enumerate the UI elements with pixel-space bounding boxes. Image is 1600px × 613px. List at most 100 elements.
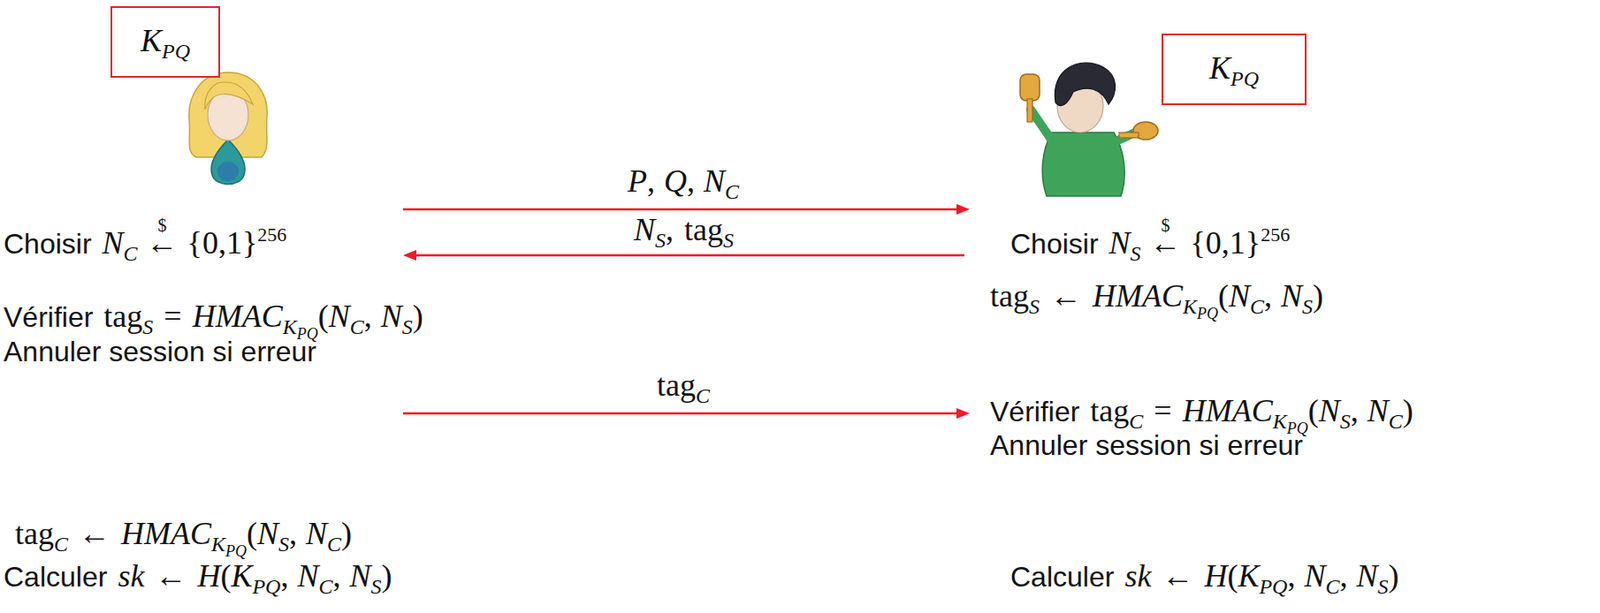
- overset-group: $←: [146, 223, 179, 269]
- math-operator: ←: [1050, 276, 1082, 316]
- arrow-head: [403, 250, 417, 261]
- math-operator: ): [1387, 556, 1399, 596]
- math-operator: (: [1308, 391, 1319, 431]
- math-operator: ,: [1350, 391, 1359, 431]
- math-symbol: N: [257, 514, 279, 554]
- formula-line: ChoisirNS$←{0,1}256: [1010, 223, 1290, 263]
- protocol-text: Choisir: [1010, 224, 1099, 264]
- math-symbol: N: [1318, 391, 1341, 431]
- math-symbol: N: [305, 514, 328, 554]
- math-operator: ,: [289, 514, 298, 554]
- math-symbol: N: [1280, 276, 1303, 316]
- math-word: tag: [15, 514, 54, 554]
- message-arrow: [403, 412, 960, 416]
- protocol-text: Choisir: [3, 224, 92, 264]
- subscript: PQ: [1258, 567, 1288, 607]
- math-word: tag: [684, 210, 724, 250]
- subscript: C: [695, 376, 710, 416]
- math-symbol: HMAC: [192, 297, 283, 336]
- protocol-text: Vérifier: [3, 297, 93, 337]
- subscript: S: [1028, 287, 1040, 327]
- math-symbol: N: [1109, 223, 1131, 263]
- math-word: tag: [656, 365, 696, 405]
- overset-symbol: $: [158, 216, 168, 235]
- subscript: S: [402, 307, 413, 347]
- client-body-shade: [217, 161, 239, 182]
- math-symbol: N: [349, 556, 371, 596]
- subscript: S: [655, 220, 666, 260]
- subscript: PQ: [1230, 59, 1259, 99]
- math-operator: {0,1}: [187, 223, 259, 263]
- subscript: C: [1388, 402, 1403, 442]
- subscript: K: [1182, 287, 1197, 327]
- key-shaft: [1119, 132, 1139, 138]
- subscript: C: [318, 567, 333, 607]
- math-symbol: N: [1303, 556, 1326, 596]
- math-operator: ): [341, 514, 352, 554]
- client-body: [211, 139, 245, 185]
- superscript: 256: [1260, 215, 1290, 255]
- math-operator: ,: [1339, 556, 1348, 596]
- math-operator: ): [1312, 276, 1324, 316]
- math-symbol: N: [633, 210, 656, 250]
- formula-line: Calculersk←H(KPQ,NC,NS): [3, 556, 392, 596]
- math-word: tag: [990, 276, 1029, 316]
- math-symbol: K: [230, 556, 252, 596]
- message-arrow: [413, 254, 965, 258]
- subscript: PQ: [161, 31, 191, 71]
- math-operator: ): [1402, 391, 1414, 431]
- math-symbol: HMAC: [1092, 276, 1183, 316]
- arrow-head: [956, 204, 970, 215]
- subscript: C: [350, 307, 365, 347]
- math-symbol: N: [102, 223, 124, 263]
- subscript: C: [724, 172, 740, 212]
- formula-line: ChoisirNC$←{0,1}256: [3, 223, 287, 263]
- subscript: PQ: [251, 567, 281, 607]
- math-operator: ←: [1161, 556, 1194, 596]
- formula-line: Annuler session si erreur: [3, 332, 317, 372]
- math-operator: ,: [686, 161, 695, 201]
- formula-line: P,Q,NC: [627, 161, 740, 201]
- math-operator: ,: [280, 556, 289, 596]
- math-symbol: HMAC: [1182, 391, 1273, 431]
- formula-line: Annuler session si erreur: [990, 426, 1303, 465]
- math-operator: ): [380, 556, 392, 596]
- protocol-text: Annuler session si erreur: [3, 332, 317, 372]
- math-operator: (: [246, 514, 258, 554]
- math-operator: =: [163, 297, 182, 336]
- math-symbol: N: [380, 297, 403, 336]
- key-head: [1020, 74, 1040, 101]
- protocol-text: Annuler session si erreur: [990, 426, 1303, 465]
- math-operator: (: [1226, 556, 1238, 596]
- key-box: KPQ: [1161, 33, 1307, 106]
- math-operator: (: [220, 556, 231, 596]
- subscript: S: [1377, 567, 1388, 607]
- subscript: K: [211, 525, 226, 564]
- math-word: tag: [1089, 391, 1129, 431]
- math-operator: ,: [332, 556, 341, 596]
- math-operator: (: [1218, 276, 1229, 316]
- key-box: KPQ: [110, 6, 221, 78]
- key-label: KPQ: [1209, 48, 1259, 92]
- subscript: C: [53, 525, 69, 564]
- math-word: tag: [103, 297, 143, 336]
- math-symbol: N: [1356, 556, 1378, 596]
- math-symbol: N: [328, 297, 351, 336]
- server-arm: [1030, 109, 1054, 144]
- math-symbol: H: [197, 556, 221, 596]
- overset-group: $←: [1150, 223, 1182, 269]
- subscript: S: [1130, 234, 1142, 274]
- math-symbol: N: [1367, 391, 1389, 431]
- math-symbol: P: [627, 161, 648, 201]
- message-arrow: [403, 208, 960, 212]
- subscript: C: [327, 525, 342, 564]
- formula-line: tagS←HMACKPQ(NC,NS): [990, 276, 1324, 316]
- math-operator: ←: [154, 556, 187, 596]
- math-symbol: Q: [663, 161, 687, 201]
- math-symbol: H: [1203, 556, 1227, 596]
- overset-symbol: $: [1161, 216, 1171, 235]
- formula-line: tagC←HMACKPQ(NS,NC): [15, 514, 352, 554]
- math-operator: ,: [1264, 276, 1273, 316]
- math-symbol: N: [703, 161, 725, 201]
- subscript: S: [278, 525, 290, 564]
